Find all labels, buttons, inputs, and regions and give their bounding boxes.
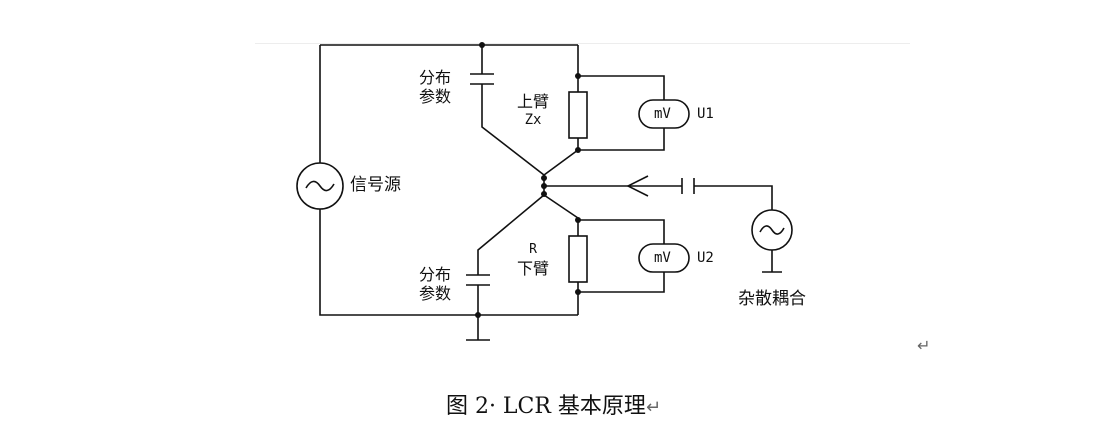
lower-arm-label: R 下臂 [517, 242, 550, 278]
junction-dot [475, 312, 481, 318]
meter-u2-unit: mV [654, 250, 671, 266]
signal-source-label: 信号源 [350, 175, 401, 195]
caption-paragraph-mark: ↵ [645, 397, 662, 418]
meter-u1-wire [578, 75, 665, 151]
stray-source-ground [762, 250, 782, 273]
sine-icon [305, 180, 335, 192]
stray-coupling-label: 杂散耦合 [738, 289, 806, 309]
figure-caption: 图 2· LCR 基本原理↵ [0, 388, 1107, 420]
upper-arm-resistor [568, 91, 588, 139]
junction-dot [541, 191, 547, 197]
top-rule [255, 43, 910, 44]
upper-arm-wire [543, 45, 579, 176]
stray-line [628, 185, 773, 210]
meter-u2-wire [578, 219, 665, 293]
junction-dot [575, 73, 581, 79]
figure-caption-text: 图 2· LCR 基本原理 [445, 394, 646, 419]
meter-u1-unit: mV [654, 106, 671, 122]
junction-dot [479, 42, 485, 48]
paragraph-mark: ↵ [917, 336, 931, 355]
center-node-wire [543, 175, 628, 195]
meter-u2-symbol [638, 243, 690, 273]
upper-arm-label: 上臂 Zx [517, 92, 550, 128]
junction-dot [541, 183, 547, 189]
meter-u1-symbol [638, 99, 690, 129]
bottom-distributed-parameter-label: 分布 参数 [419, 265, 452, 303]
junction-dot [575, 217, 581, 223]
top-cap-branch-wire [481, 45, 545, 176]
junction-dot [575, 147, 581, 153]
meter-u2-name: U2 [697, 250, 714, 266]
meter-u1-name: U1 [697, 106, 714, 122]
sine-icon [759, 225, 785, 235]
outer-loop-wire [319, 44, 578, 316]
junction-dot [575, 289, 581, 295]
lower-arm-resistor [568, 235, 588, 283]
lower-arm-wire [543, 194, 579, 315]
top-distributed-parameter-label: 分布 参数 [419, 68, 452, 106]
junction-dot [541, 175, 547, 181]
lcr-bridge-diagram [296, 42, 793, 341]
